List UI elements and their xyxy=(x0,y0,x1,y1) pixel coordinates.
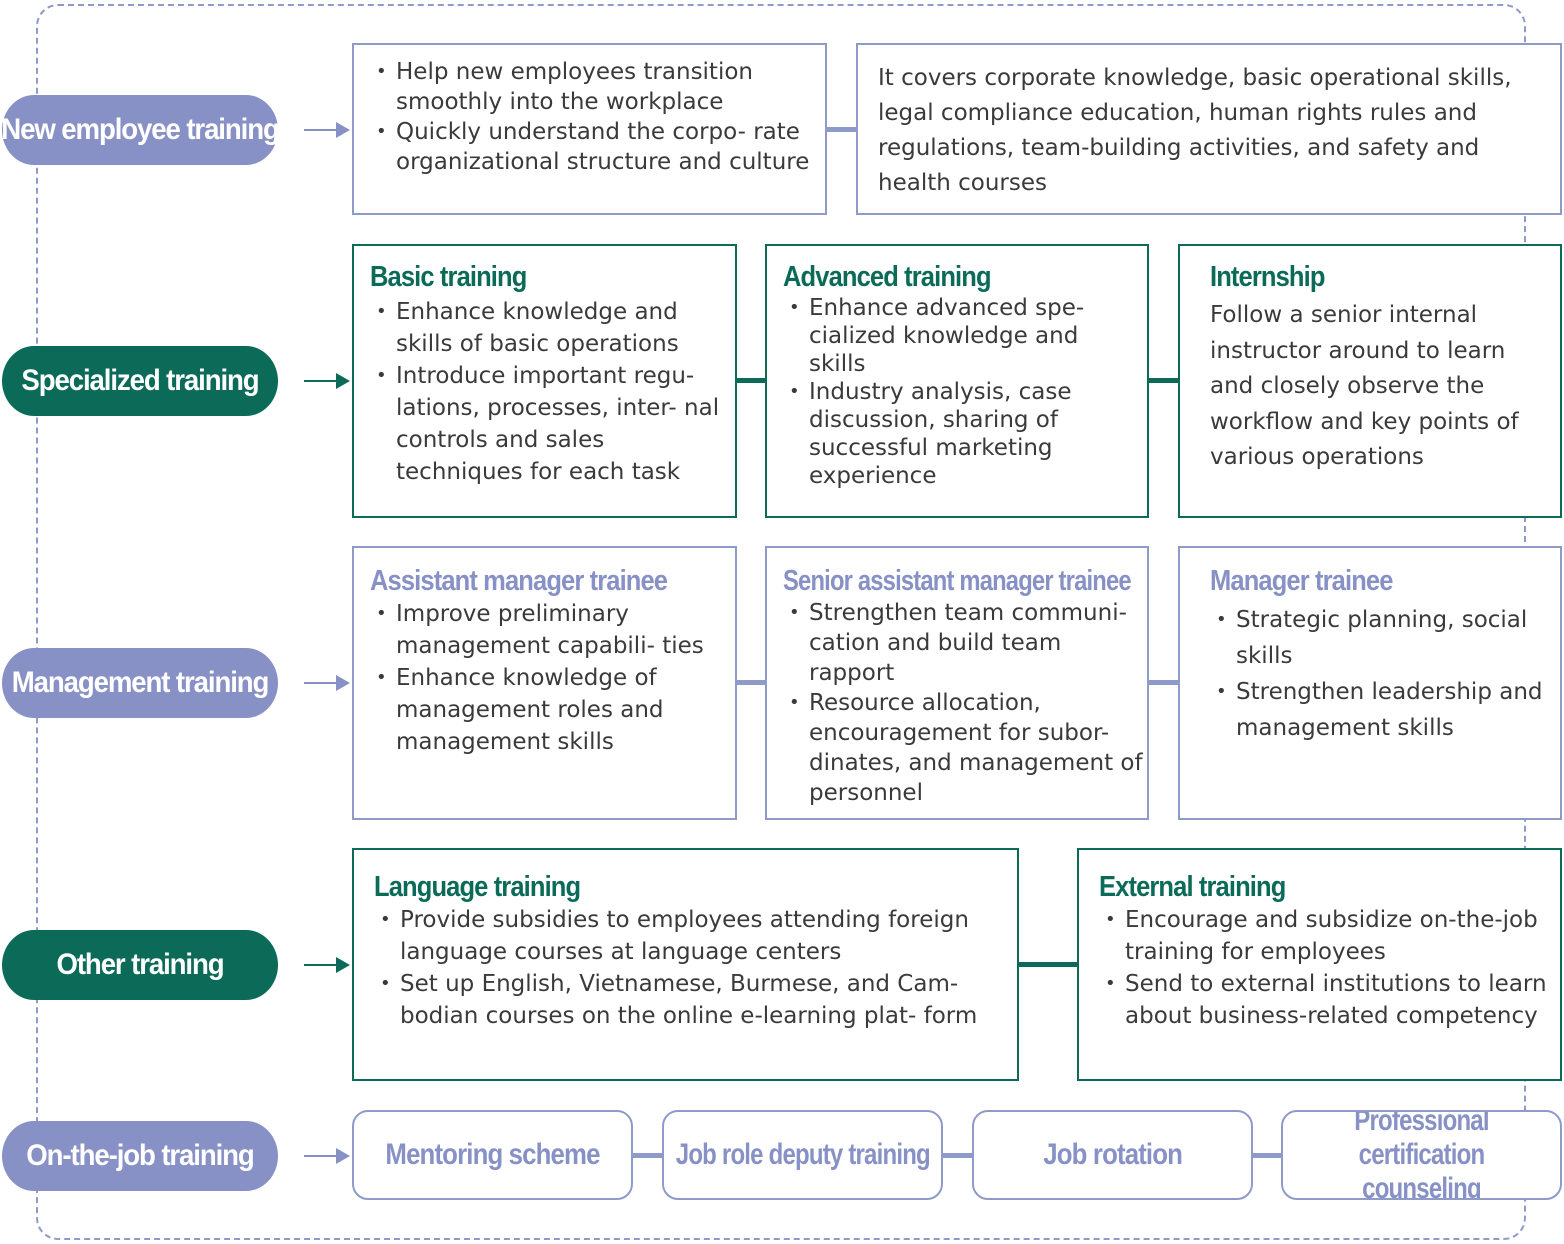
list-item: Enhance knowledge and skills of basic op… xyxy=(370,296,725,360)
connector-line xyxy=(633,1153,663,1158)
manager-trainee-box: Manager trainee Strategic planning, soci… xyxy=(1178,546,1562,820)
pill-other-training: Other training xyxy=(2,930,278,1000)
arrow-right-icon xyxy=(304,373,350,389)
connector-line xyxy=(737,378,766,383)
advanced-training-title: Advanced training xyxy=(783,261,992,293)
list-item: Provide subsidies to employees attending… xyxy=(374,904,1007,968)
job-rotation-box: Job rotation xyxy=(972,1110,1253,1200)
external-training-box: External training Encourage and subsidiz… xyxy=(1077,848,1562,1081)
list-item: Help new employees transition smoothly i… xyxy=(370,57,815,117)
pill-specialized-training: Specialized training xyxy=(2,346,278,416)
list-item: Enhance knowledge of management roles an… xyxy=(370,662,725,758)
senior-assistant-manager-box: Senior assistant manager trainee Strengt… xyxy=(765,546,1149,820)
list-item: Strengthen leadership and management ski… xyxy=(1210,674,1550,746)
list-item: Strategic planning, social skills xyxy=(1210,602,1550,674)
arrow-right-icon xyxy=(304,675,350,691)
internship-box: Internship Follow a senior internal inst… xyxy=(1178,244,1562,518)
list-item: Set up English, Vietnamese, Burmese, and… xyxy=(374,968,1007,1032)
internship-title: Internship xyxy=(1210,261,1325,293)
advanced-training-box: Advanced training Enhance advanced spe- … xyxy=(765,244,1149,518)
job-role-deputy-training-box: Job role deputy training xyxy=(662,1110,943,1200)
connector-line xyxy=(1149,378,1179,383)
list-item: Improve preliminary management capabili-… xyxy=(370,598,725,662)
new-employee-description-box: It covers corporate knowledge, basic ope… xyxy=(856,43,1562,215)
new-employee-description: It covers corporate knowledge, basic ope… xyxy=(878,65,1512,196)
assistant-manager-box: Assistant manager trainee Improve prelim… xyxy=(352,546,737,820)
external-training-title: External training xyxy=(1099,871,1286,903)
pill-management-training: Management training xyxy=(2,648,278,718)
list-item: Quickly understand the corpo- rate organ… xyxy=(370,117,815,177)
internship-description: Follow a senior internal instructor arou… xyxy=(1210,302,1519,470)
arrow-right-icon xyxy=(304,1148,350,1164)
connector-line xyxy=(1019,962,1078,967)
language-training-box: Language training Provide subsidies to e… xyxy=(352,848,1019,1081)
list-item: Enhance advanced spe- cialized knowledge… xyxy=(783,294,1137,378)
connector-line xyxy=(827,127,857,132)
connector-line xyxy=(1149,680,1179,685)
professional-certification-counseling-box: Professional certification counseling xyxy=(1281,1110,1562,1200)
list-item: Industry analysis, case discussion, shar… xyxy=(783,378,1137,490)
language-training-title: Language training xyxy=(374,871,581,903)
arrow-right-icon xyxy=(304,957,350,973)
list-item: Introduce important regu- lations, proce… xyxy=(370,360,725,488)
basic-training-box: Basic training Enhance knowledge and ski… xyxy=(352,244,737,518)
assistant-manager-title: Assistant manager trainee xyxy=(370,565,668,597)
pill-on-the-job-training: On-the-job training xyxy=(2,1121,278,1191)
arrow-right-icon xyxy=(304,122,350,138)
connector-line xyxy=(943,1153,973,1158)
list-item: Strengthen team communi- cation and buil… xyxy=(783,598,1143,688)
connector-line xyxy=(1253,1153,1282,1158)
manager-trainee-title: Manager trainee xyxy=(1210,565,1393,597)
list-item: Encourage and subsidize on-the-job train… xyxy=(1099,904,1554,968)
connector-line xyxy=(737,680,766,685)
list-item: Send to external institutions to learn a… xyxy=(1099,968,1554,1032)
list-item: Resource allocation, encouragement for s… xyxy=(783,688,1143,808)
new-employee-goals-box: Help new employees transition smoothly i… xyxy=(352,43,827,215)
mentoring-scheme-box: Mentoring scheme xyxy=(352,1110,633,1200)
senior-assistant-manager-title: Senior assistant manager trainee xyxy=(783,565,1132,597)
basic-training-title: Basic training xyxy=(370,261,527,293)
pill-new-employee-training: New employee training xyxy=(1,95,280,165)
